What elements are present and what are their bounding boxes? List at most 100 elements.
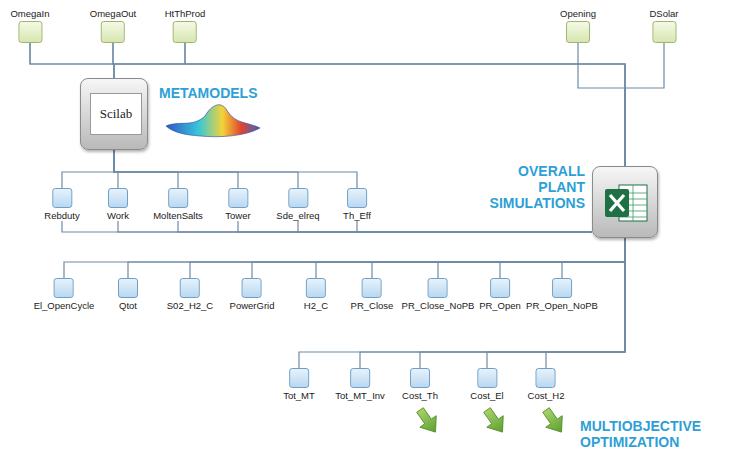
output-box xyxy=(52,188,72,208)
input-box xyxy=(566,21,590,43)
input-box xyxy=(18,21,42,43)
input-box xyxy=(652,21,676,43)
output-box xyxy=(477,368,497,388)
data-flow-line xyxy=(299,238,625,368)
output-box xyxy=(54,278,74,298)
data-flow-line xyxy=(357,221,592,232)
excel-icon xyxy=(593,167,659,239)
output-box xyxy=(228,188,248,208)
variable-name: Cost_H2 xyxy=(527,390,566,401)
output-box xyxy=(289,368,309,388)
output-variable: Cost_El xyxy=(469,368,504,401)
data-flow-line xyxy=(64,238,625,278)
output-box xyxy=(306,278,326,298)
data-flow-line xyxy=(30,43,625,166)
data-flow-line xyxy=(316,238,625,278)
output-box xyxy=(118,278,138,298)
data-flow-line xyxy=(114,150,298,188)
variable-name: OmegaIn xyxy=(9,8,50,19)
data-flow-line xyxy=(128,238,625,278)
output-variable: PowerGrid xyxy=(229,278,276,311)
output-variable: Work xyxy=(106,188,130,221)
variable-name: PR_Open xyxy=(478,300,522,311)
output-arrows xyxy=(412,404,570,438)
data-flow-line xyxy=(62,150,114,188)
output-box xyxy=(428,278,448,298)
data-flow-line xyxy=(238,221,592,232)
output-box xyxy=(410,368,430,388)
output-arrow xyxy=(412,404,444,438)
variable-name: Opening xyxy=(559,8,597,19)
input-variable: OmegaOut xyxy=(89,8,137,43)
variable-name: Cost_El xyxy=(469,390,504,401)
variable-name: MoltenSalts xyxy=(152,210,204,221)
variable-name: Cost_Th xyxy=(401,390,439,401)
variable-name: PowerGrid xyxy=(229,300,276,311)
data-flow-line xyxy=(185,43,625,166)
output-variable: H2_C xyxy=(303,278,329,311)
output-variable: PR_Open xyxy=(478,278,522,311)
data-flow-line xyxy=(372,238,625,278)
output-variable: El_OpenCycle xyxy=(33,278,96,311)
output-box xyxy=(108,188,128,208)
output-variable: MoltenSalts xyxy=(152,188,204,221)
output-variable: Sde_elreq xyxy=(275,188,320,221)
input-box xyxy=(101,21,125,43)
output-arrow xyxy=(479,404,511,438)
data-flow-line xyxy=(562,238,625,278)
input-variable: Opening xyxy=(559,8,597,43)
input-box xyxy=(173,21,197,43)
variable-name: Tot_MT xyxy=(282,390,316,401)
output-variable: Cost_H2 xyxy=(527,368,566,401)
output-variable: Tower xyxy=(224,188,251,221)
data-flow-line xyxy=(360,238,625,368)
logo-text: Scilab xyxy=(100,106,133,122)
output-variable: Tot_MT_Inv xyxy=(334,368,386,401)
metamodel-tool-box: ScilabMETAMODELS xyxy=(80,78,148,150)
data-flow-line xyxy=(298,221,592,232)
output-box xyxy=(350,368,370,388)
output-box xyxy=(242,278,262,298)
variable-name: Tot_MT_Inv xyxy=(334,390,386,401)
variable-name: PR_Close_NoPB xyxy=(401,300,476,311)
variable-name: El_OpenCycle xyxy=(33,300,96,311)
input-variable: OmegaIn xyxy=(9,8,50,43)
variable-name: Qtot xyxy=(118,300,138,311)
variable-name: PR_Close xyxy=(350,300,395,311)
data-flow-line xyxy=(113,43,625,166)
output-box xyxy=(362,278,382,298)
section-heading: MULTIOBJECTIVE OPTIMIZATION xyxy=(580,418,720,450)
section-heading: OVERALL PLANT SIMULATIONS xyxy=(473,163,585,211)
output-arrow xyxy=(538,404,570,438)
output-box xyxy=(168,188,188,208)
variable-name: PR_Open_NoPB xyxy=(525,300,599,311)
data-flow-line xyxy=(625,43,664,166)
variable-name: HtThProd xyxy=(164,8,207,19)
data-flow-line xyxy=(114,43,185,78)
section-heading: METAMODELS xyxy=(159,85,258,101)
data-flow-line xyxy=(114,150,238,188)
output-variable: PR_Close xyxy=(350,278,395,311)
output-variable: PR_Close_NoPB xyxy=(401,278,476,311)
data-flow-line xyxy=(252,238,625,278)
variable-name: OmegaOut xyxy=(89,8,137,19)
output-box xyxy=(490,278,510,298)
output-variable: Th_Eff xyxy=(342,188,372,221)
input-variable: HtThProd xyxy=(164,8,207,43)
variable-name: Rebduty xyxy=(43,210,80,221)
data-flow-line xyxy=(178,221,592,232)
data-flow-line xyxy=(62,221,592,232)
data-flow-line xyxy=(438,238,625,278)
data-flow-line xyxy=(30,43,114,78)
variable-name: Th_Eff xyxy=(342,210,372,221)
output-box xyxy=(180,278,200,298)
input-variable: DSolar xyxy=(648,8,679,43)
output-variable: Qtot xyxy=(118,278,138,311)
data-flow-line xyxy=(190,238,625,278)
variable-name: Sde_elreq xyxy=(275,210,320,221)
surface-icon xyxy=(166,105,260,137)
variable-name: Work xyxy=(106,210,130,221)
data-flow-line xyxy=(500,238,625,278)
